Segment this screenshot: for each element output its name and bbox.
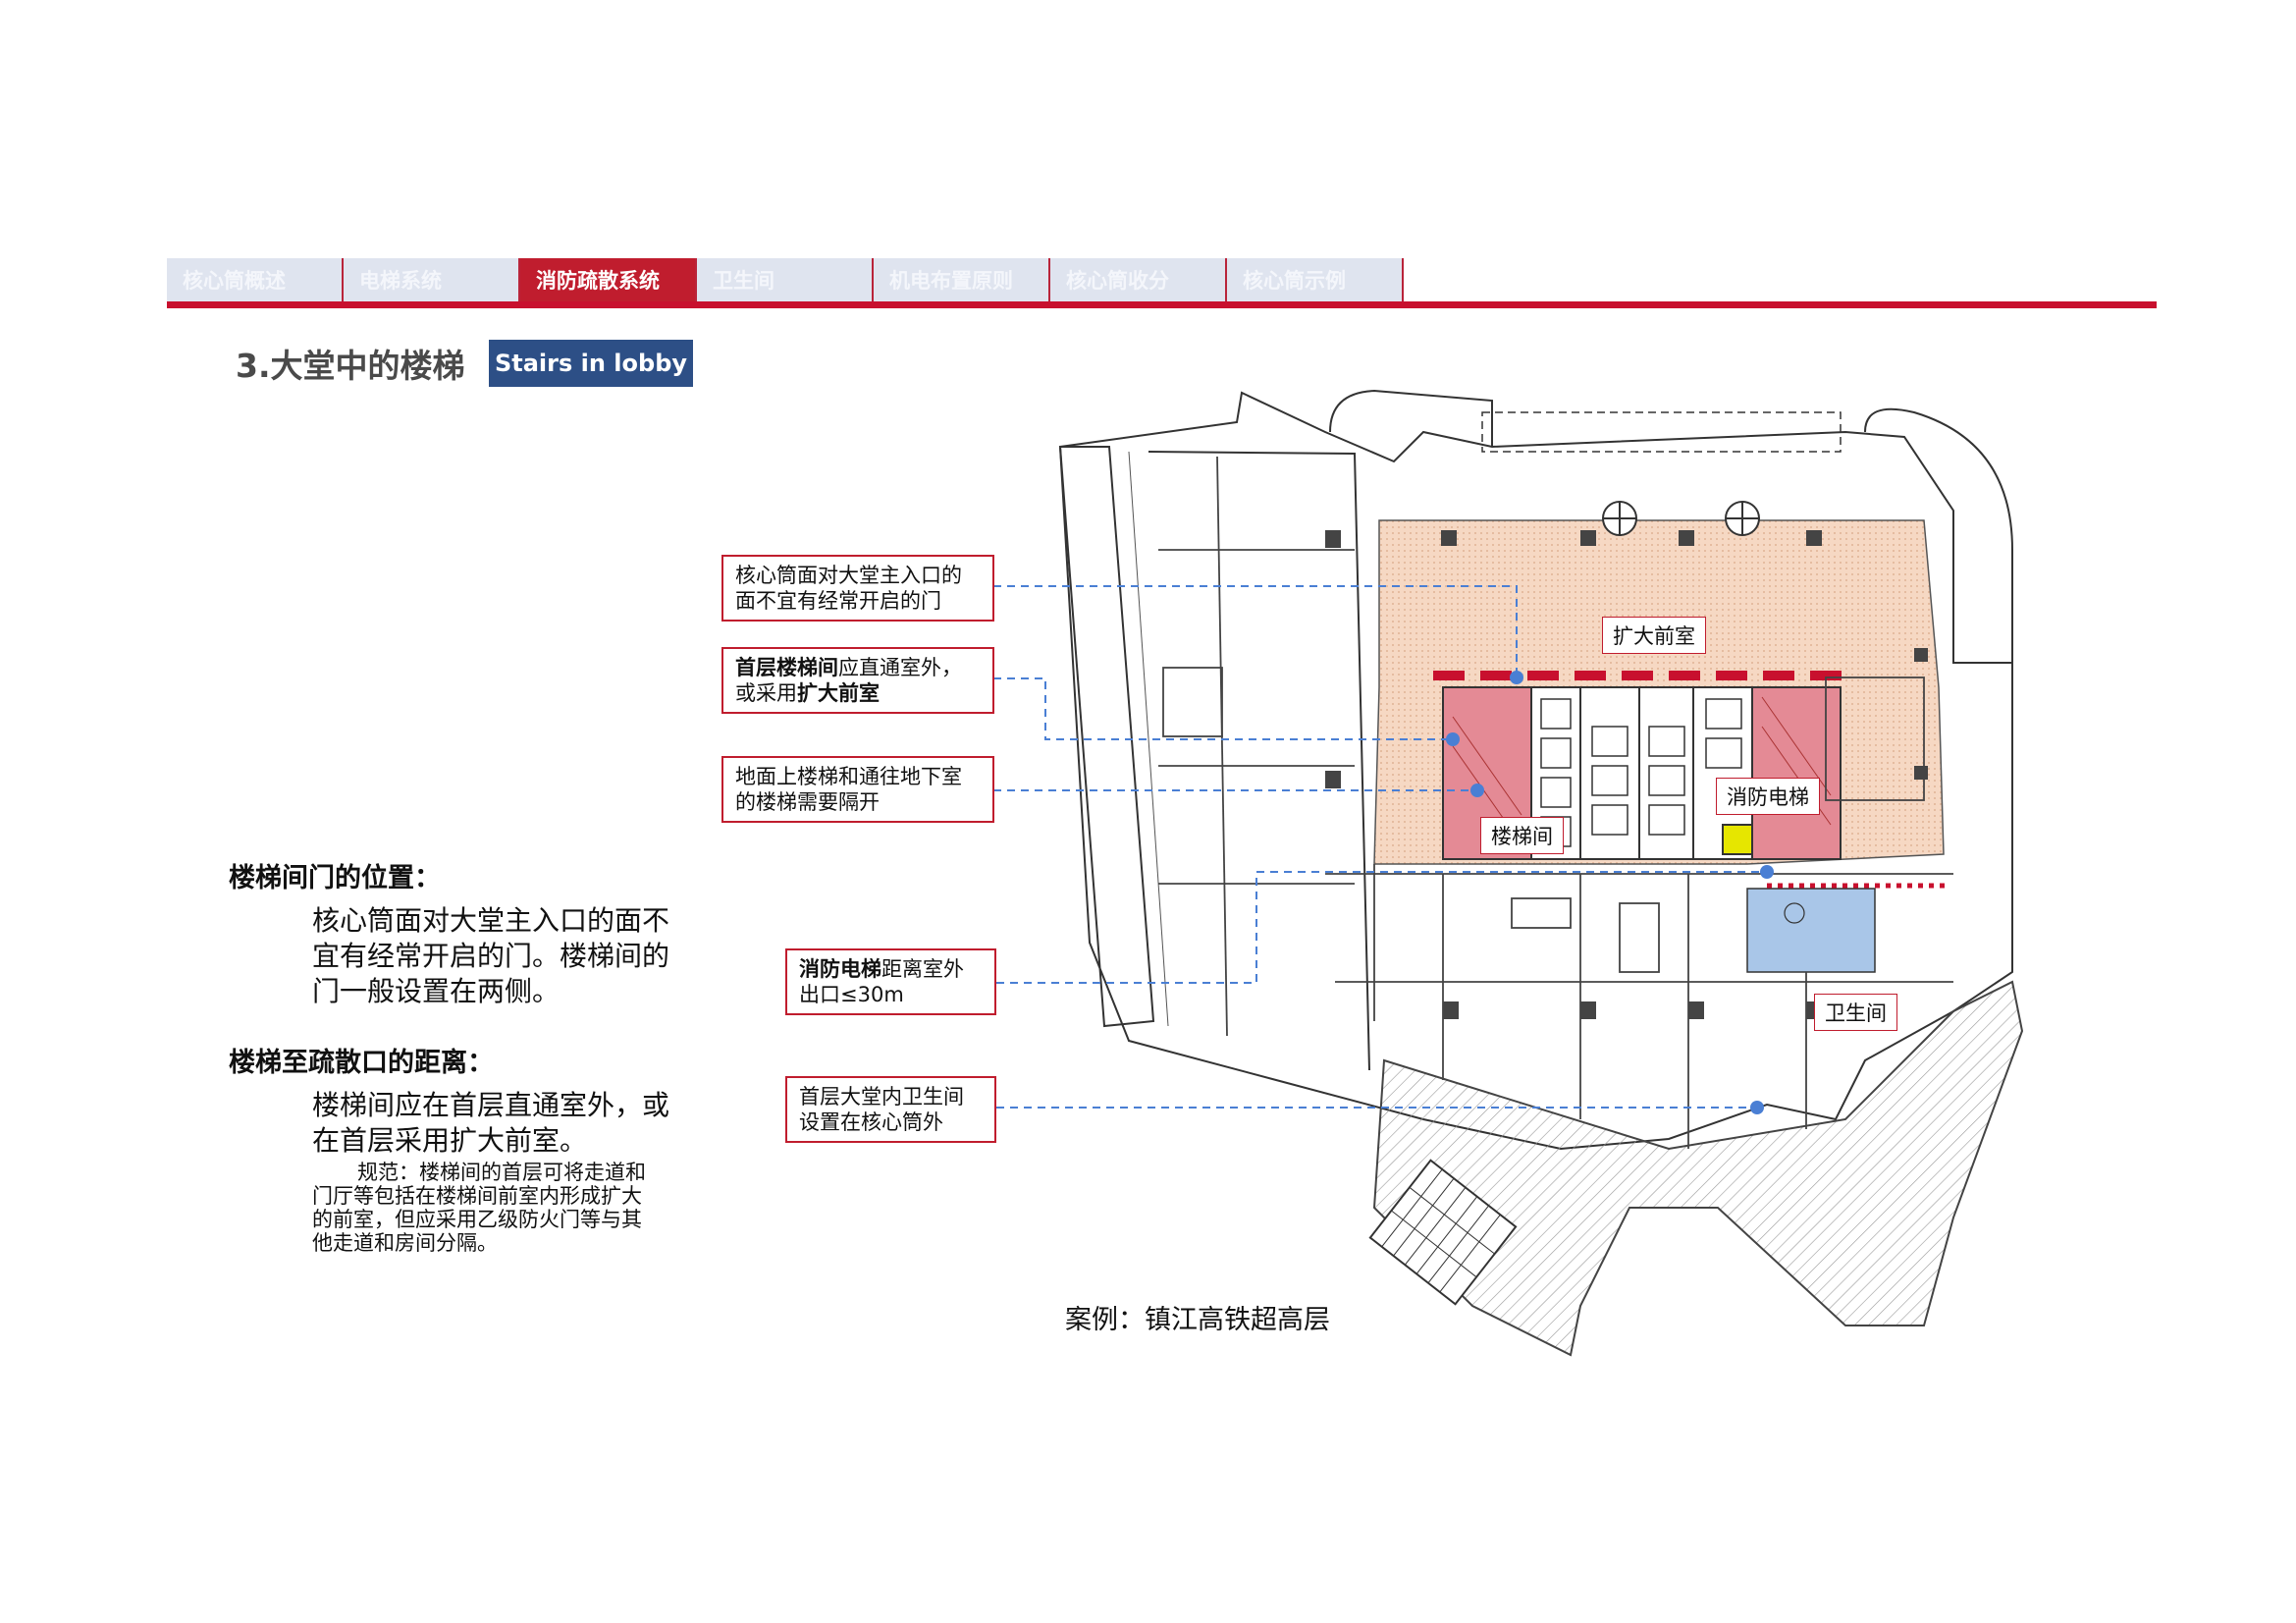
paragraph-line: 在首层采用扩大前室。 xyxy=(312,1124,588,1157)
callout-core-door: 核心筒面对大堂主入口的 面不宜有经常开启的门 xyxy=(721,555,994,622)
tab-core-reduction[interactable]: 核心筒收分 xyxy=(1050,258,1227,301)
label-fire-elevator: 消防电梯 xyxy=(1716,778,1820,815)
note-line: 规范：楼梯间的首层可将走道和 xyxy=(357,1161,646,1184)
callout-line: 或采用扩大前室 xyxy=(735,680,981,706)
leader-dots xyxy=(1446,671,1774,1114)
note-line: 的前室，但应采用乙级防火门等与其 xyxy=(312,1208,642,1231)
paragraph-line: 宜有经常开启的门。楼梯间的 xyxy=(312,940,670,972)
figure-caption: 案例：镇江高铁超高层 xyxy=(1065,1305,1330,1335)
paragraph-door-position: 核心筒面对大堂主入口的面不 宜有经常开启的门。楼梯间的 门一般设置在两侧。 xyxy=(312,903,669,1009)
callout-line: 面不宜有经常开启的门 xyxy=(735,589,941,613)
callout-line: 地面上楼梯和通往地下室 xyxy=(735,765,962,788)
revolving-doors xyxy=(1602,501,1760,536)
callout-text: 应直通室外， xyxy=(838,656,962,679)
callout-bold: 消防电梯 xyxy=(799,957,881,981)
paragraph-line: 门一般设置在两侧。 xyxy=(312,975,561,1007)
partitions xyxy=(1158,456,1953,1149)
heading-exit-distance: 楼梯至疏散口的距离： xyxy=(229,1048,494,1078)
label-stairwell: 楼梯间 xyxy=(1480,817,1564,854)
paragraph-line: 楼梯间应在首层直通室外，或 xyxy=(312,1089,670,1121)
callout-line: 核心筒面对大堂主入口的 xyxy=(735,564,962,587)
tab-core-overview[interactable]: 核心筒概述 xyxy=(167,258,344,301)
callout-leaders xyxy=(993,585,1767,1109)
tab-restroom[interactable]: 卫生间 xyxy=(697,258,874,301)
paragraph-exit-distance: 楼梯间应在首层直通室外，或 在首层采用扩大前室。 xyxy=(312,1088,669,1159)
callout-ground-stair: 首层楼梯间应直通室外， 或采用扩大前室 xyxy=(721,647,994,714)
callout-bold: 首层楼梯间 xyxy=(735,656,838,679)
tab-elevator-system[interactable]: 电梯系统 xyxy=(344,258,520,301)
callout-line: 消防电梯距离室外 xyxy=(799,956,983,982)
columns xyxy=(1325,530,1928,1019)
callout-text: 距离室外 xyxy=(881,957,964,981)
nav-underline xyxy=(167,301,2157,308)
callout-basement-stair: 地面上楼梯和通往地下室 的楼梯需要隔开 xyxy=(721,756,994,823)
callout-line: 的楼梯需要隔开 xyxy=(735,790,880,814)
paragraph-line: 核心筒面对大堂主入口的面不 xyxy=(312,904,670,937)
elevator-cars xyxy=(1540,698,1742,847)
heading-door-position: 楼梯间门的位置： xyxy=(229,863,441,893)
callout-fire-elevator-distance: 消防电梯距离室外 出口≤30m xyxy=(785,948,996,1015)
callout-line: 设置在核心筒外 xyxy=(799,1110,943,1134)
section-title: 3.大堂中的楼梯 xyxy=(236,347,465,385)
note-line: 他走道和房间分隔。 xyxy=(312,1231,498,1255)
section-badge: Stairs in lobby xyxy=(489,340,693,387)
callout-restroom-location: 首层大堂内卫生间 设置在核心筒外 xyxy=(785,1076,996,1143)
callout-line: 出口≤30m xyxy=(799,983,904,1006)
terrace-stair xyxy=(1368,1159,1518,1306)
label-enlarged-vestibule: 扩大前室 xyxy=(1602,617,1706,654)
top-nav: 核心筒概述 电梯系统 消防疏散系统 卫生间 机电布置原则 核心筒收分 核心筒示例 xyxy=(167,258,1404,301)
callout-bold: 扩大前室 xyxy=(797,681,880,705)
left-wing xyxy=(1058,446,1155,1028)
label-restroom: 卫生间 xyxy=(1814,994,1897,1031)
tab-core-examples[interactable]: 核心筒示例 xyxy=(1227,258,1404,301)
callout-line: 首层楼梯间应直通室外， xyxy=(735,655,981,680)
callout-line: 首层大堂内卫生间 xyxy=(799,1085,964,1109)
terrace-hatch xyxy=(1372,980,2024,1357)
tab-fire-evacuation[interactable]: 消防疏散系统 xyxy=(520,258,697,301)
tab-mep-layout[interactable]: 机电布置原则 xyxy=(874,258,1050,301)
code-note: 规范：楼梯间的首层可将走道和 门厅等包括在楼梯间前室内形成扩大 的前室，但应采用… xyxy=(312,1161,646,1255)
restroom-area xyxy=(1746,888,1876,973)
callout-text: 或采用 xyxy=(735,681,797,705)
note-line: 门厅等包括在楼梯间前室内形成扩大 xyxy=(312,1184,642,1208)
